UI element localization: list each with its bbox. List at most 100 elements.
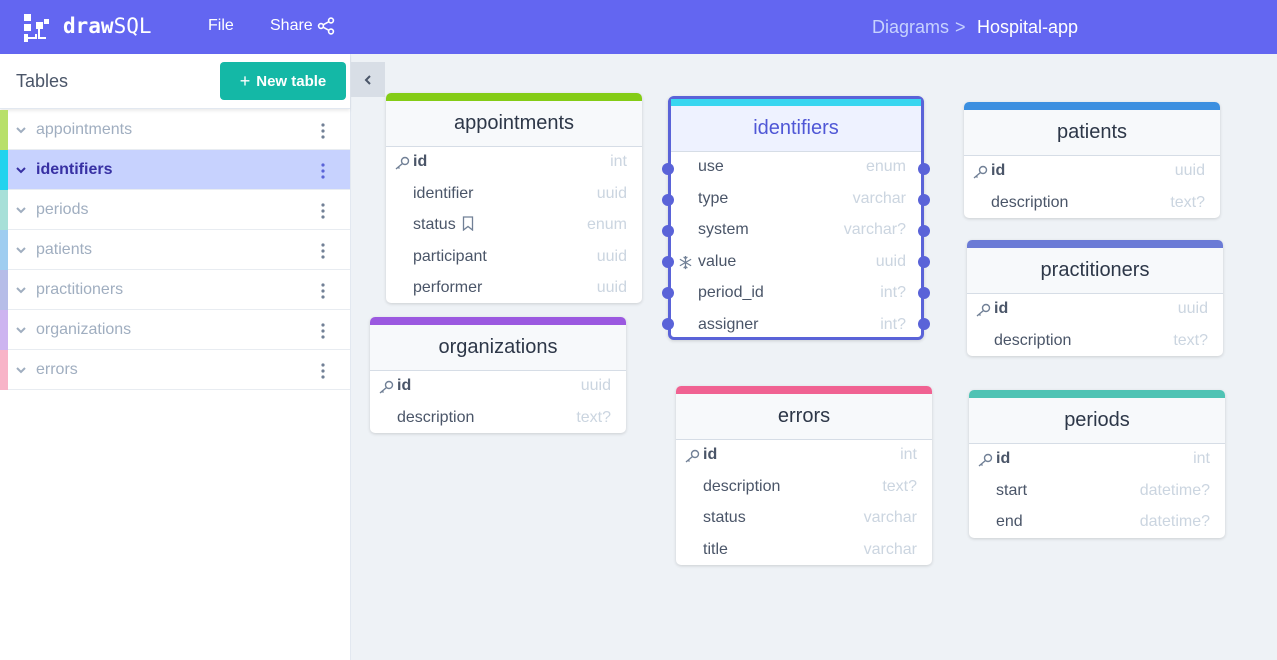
column-type: int? (880, 315, 906, 333)
chevron-down-icon[interactable] (15, 124, 27, 136)
table-card-title[interactable]: appointments (386, 101, 642, 147)
column-row[interactable]: period_id int? (671, 278, 921, 310)
column-row[interactable]: id uuid (964, 156, 1220, 188)
column-row[interactable]: id int (969, 444, 1225, 476)
connection-handle[interactable] (662, 256, 674, 268)
connection-handle[interactable] (918, 318, 930, 330)
table-card-title[interactable]: periods (969, 398, 1225, 444)
chevron-down-icon[interactable] (15, 324, 27, 336)
column-name: value (698, 252, 737, 270)
connection-handle[interactable] (662, 194, 674, 206)
more-options-icon[interactable] (318, 322, 328, 340)
column-row[interactable]: participant uuid (386, 242, 642, 274)
sidebar-item-practitioners[interactable]: practitioners (0, 270, 350, 310)
connection-handle[interactable] (662, 163, 674, 175)
column-name: end (996, 513, 1023, 530)
column-row[interactable]: use enum (671, 152, 921, 184)
connection-handle[interactable] (918, 163, 930, 175)
more-options-icon[interactable] (318, 362, 328, 380)
table-card-patients[interactable]: patients id uuid description text? (964, 102, 1220, 218)
table-card-title[interactable]: errors (676, 394, 932, 440)
table-card-title[interactable]: identifiers (671, 106, 921, 152)
new-table-button[interactable]: + New table (220, 62, 346, 100)
breadcrumb-current-diagram[interactable]: Hospital-app (977, 17, 1079, 37)
sidebar-item-label: practitioners (36, 281, 124, 298)
new-table-label: New table (256, 72, 327, 90)
table-card-title[interactable]: organizations (370, 325, 626, 371)
column-row[interactable]: end datetime? (969, 507, 1225, 538)
column-row[interactable]: id uuid (370, 371, 626, 403)
primary-key-icon (976, 303, 991, 317)
column-row[interactable]: value uuid (671, 247, 921, 279)
table-color-bar (964, 102, 1220, 110)
more-options-icon[interactable] (318, 122, 328, 140)
column-name: status (413, 216, 456, 233)
table-card-practitioners[interactable]: practitioners id uuid description text? (967, 240, 1223, 356)
chevron-down-icon[interactable] (15, 244, 27, 256)
column-type: uuid (596, 184, 627, 202)
more-options-icon[interactable] (318, 282, 328, 300)
column-row[interactable]: status enum (386, 210, 642, 242)
table-color-bar (969, 390, 1225, 398)
sidebar-item-identifiers[interactable]: identifiers (0, 150, 350, 190)
column-row[interactable]: description text? (967, 326, 1223, 357)
table-card-organizations[interactable]: organizations id uuid description text? (370, 317, 626, 433)
column-row[interactable]: id int (386, 147, 642, 179)
table-card-periods[interactable]: periods id int start datetime? end datet… (969, 390, 1225, 538)
column-row[interactable]: identifier uuid (386, 179, 642, 211)
column-row[interactable]: assigner int? (671, 310, 921, 342)
sidebar-item-organizations[interactable]: organizations (0, 310, 350, 350)
column-row[interactable]: type varchar (671, 184, 921, 216)
share-icon (317, 17, 334, 35)
table-card-errors[interactable]: errors id int description text? status v… (676, 386, 932, 565)
more-options-icon[interactable] (318, 242, 328, 260)
sidebar-item-label: patients (36, 241, 93, 258)
column-name: description (991, 193, 1069, 211)
chevron-down-icon[interactable] (15, 164, 27, 176)
connection-handle[interactable] (662, 225, 674, 237)
column-name: system (698, 221, 749, 238)
connection-handle[interactable] (918, 287, 930, 299)
chevron-down-icon[interactable] (15, 364, 27, 376)
table-card-title[interactable]: practitioners (967, 248, 1223, 294)
sidebar-item-errors[interactable]: errors (0, 350, 350, 390)
column-type: varchar (852, 189, 906, 207)
table-color-bar (676, 386, 932, 394)
table-color-bar (370, 317, 626, 325)
breadcrumb-diagrams[interactable]: Diagrams (872, 17, 950, 37)
column-row[interactable]: status varchar (676, 503, 932, 535)
menu-file[interactable]: File (208, 17, 234, 34)
column-row[interactable]: description text? (964, 188, 1220, 219)
column-row[interactable]: title varchar (676, 535, 932, 566)
column-type: datetime? (1139, 513, 1210, 530)
sidebar-item-label: identifiers (36, 161, 113, 178)
more-options-icon[interactable] (318, 162, 328, 180)
connection-handle[interactable] (662, 287, 674, 299)
primary-key-icon (685, 449, 700, 463)
column-row[interactable]: performer uuid (386, 273, 642, 303)
connection-handle[interactable] (918, 194, 930, 206)
column-row[interactable]: start datetime? (969, 476, 1225, 508)
column-row[interactable]: description text? (676, 472, 932, 504)
menu-share[interactable]: Share (270, 17, 335, 35)
table-card-title[interactable]: patients (964, 110, 1220, 156)
chevron-down-icon[interactable] (15, 204, 27, 216)
column-row[interactable]: description text? (370, 403, 626, 434)
sidebar-item-patients[interactable]: patients (0, 230, 350, 270)
connection-handle[interactable] (918, 256, 930, 268)
connection-handle[interactable] (662, 318, 674, 330)
column-row[interactable]: id uuid (967, 294, 1223, 326)
table-card-appointments[interactable]: appointments id int identifier uuid stat… (386, 93, 642, 303)
chevron-down-icon[interactable] (15, 284, 27, 296)
sidebar-item-appointments[interactable]: appointments (0, 110, 350, 150)
column-row[interactable]: system varchar? (671, 215, 921, 247)
sidebar-item-periods[interactable]: periods (0, 190, 350, 230)
more-options-icon[interactable] (318, 202, 328, 220)
connection-handle[interactable] (918, 225, 930, 237)
collapse-sidebar-button[interactable] (351, 62, 385, 97)
table-card-identifiers[interactable]: identifiers use enum type varchar system… (668, 96, 924, 340)
sidebar-item-label: appointments (36, 121, 133, 138)
column-row[interactable]: id int (676, 440, 932, 472)
sidebar-title: Tables (16, 71, 69, 91)
column-name: title (703, 540, 728, 558)
